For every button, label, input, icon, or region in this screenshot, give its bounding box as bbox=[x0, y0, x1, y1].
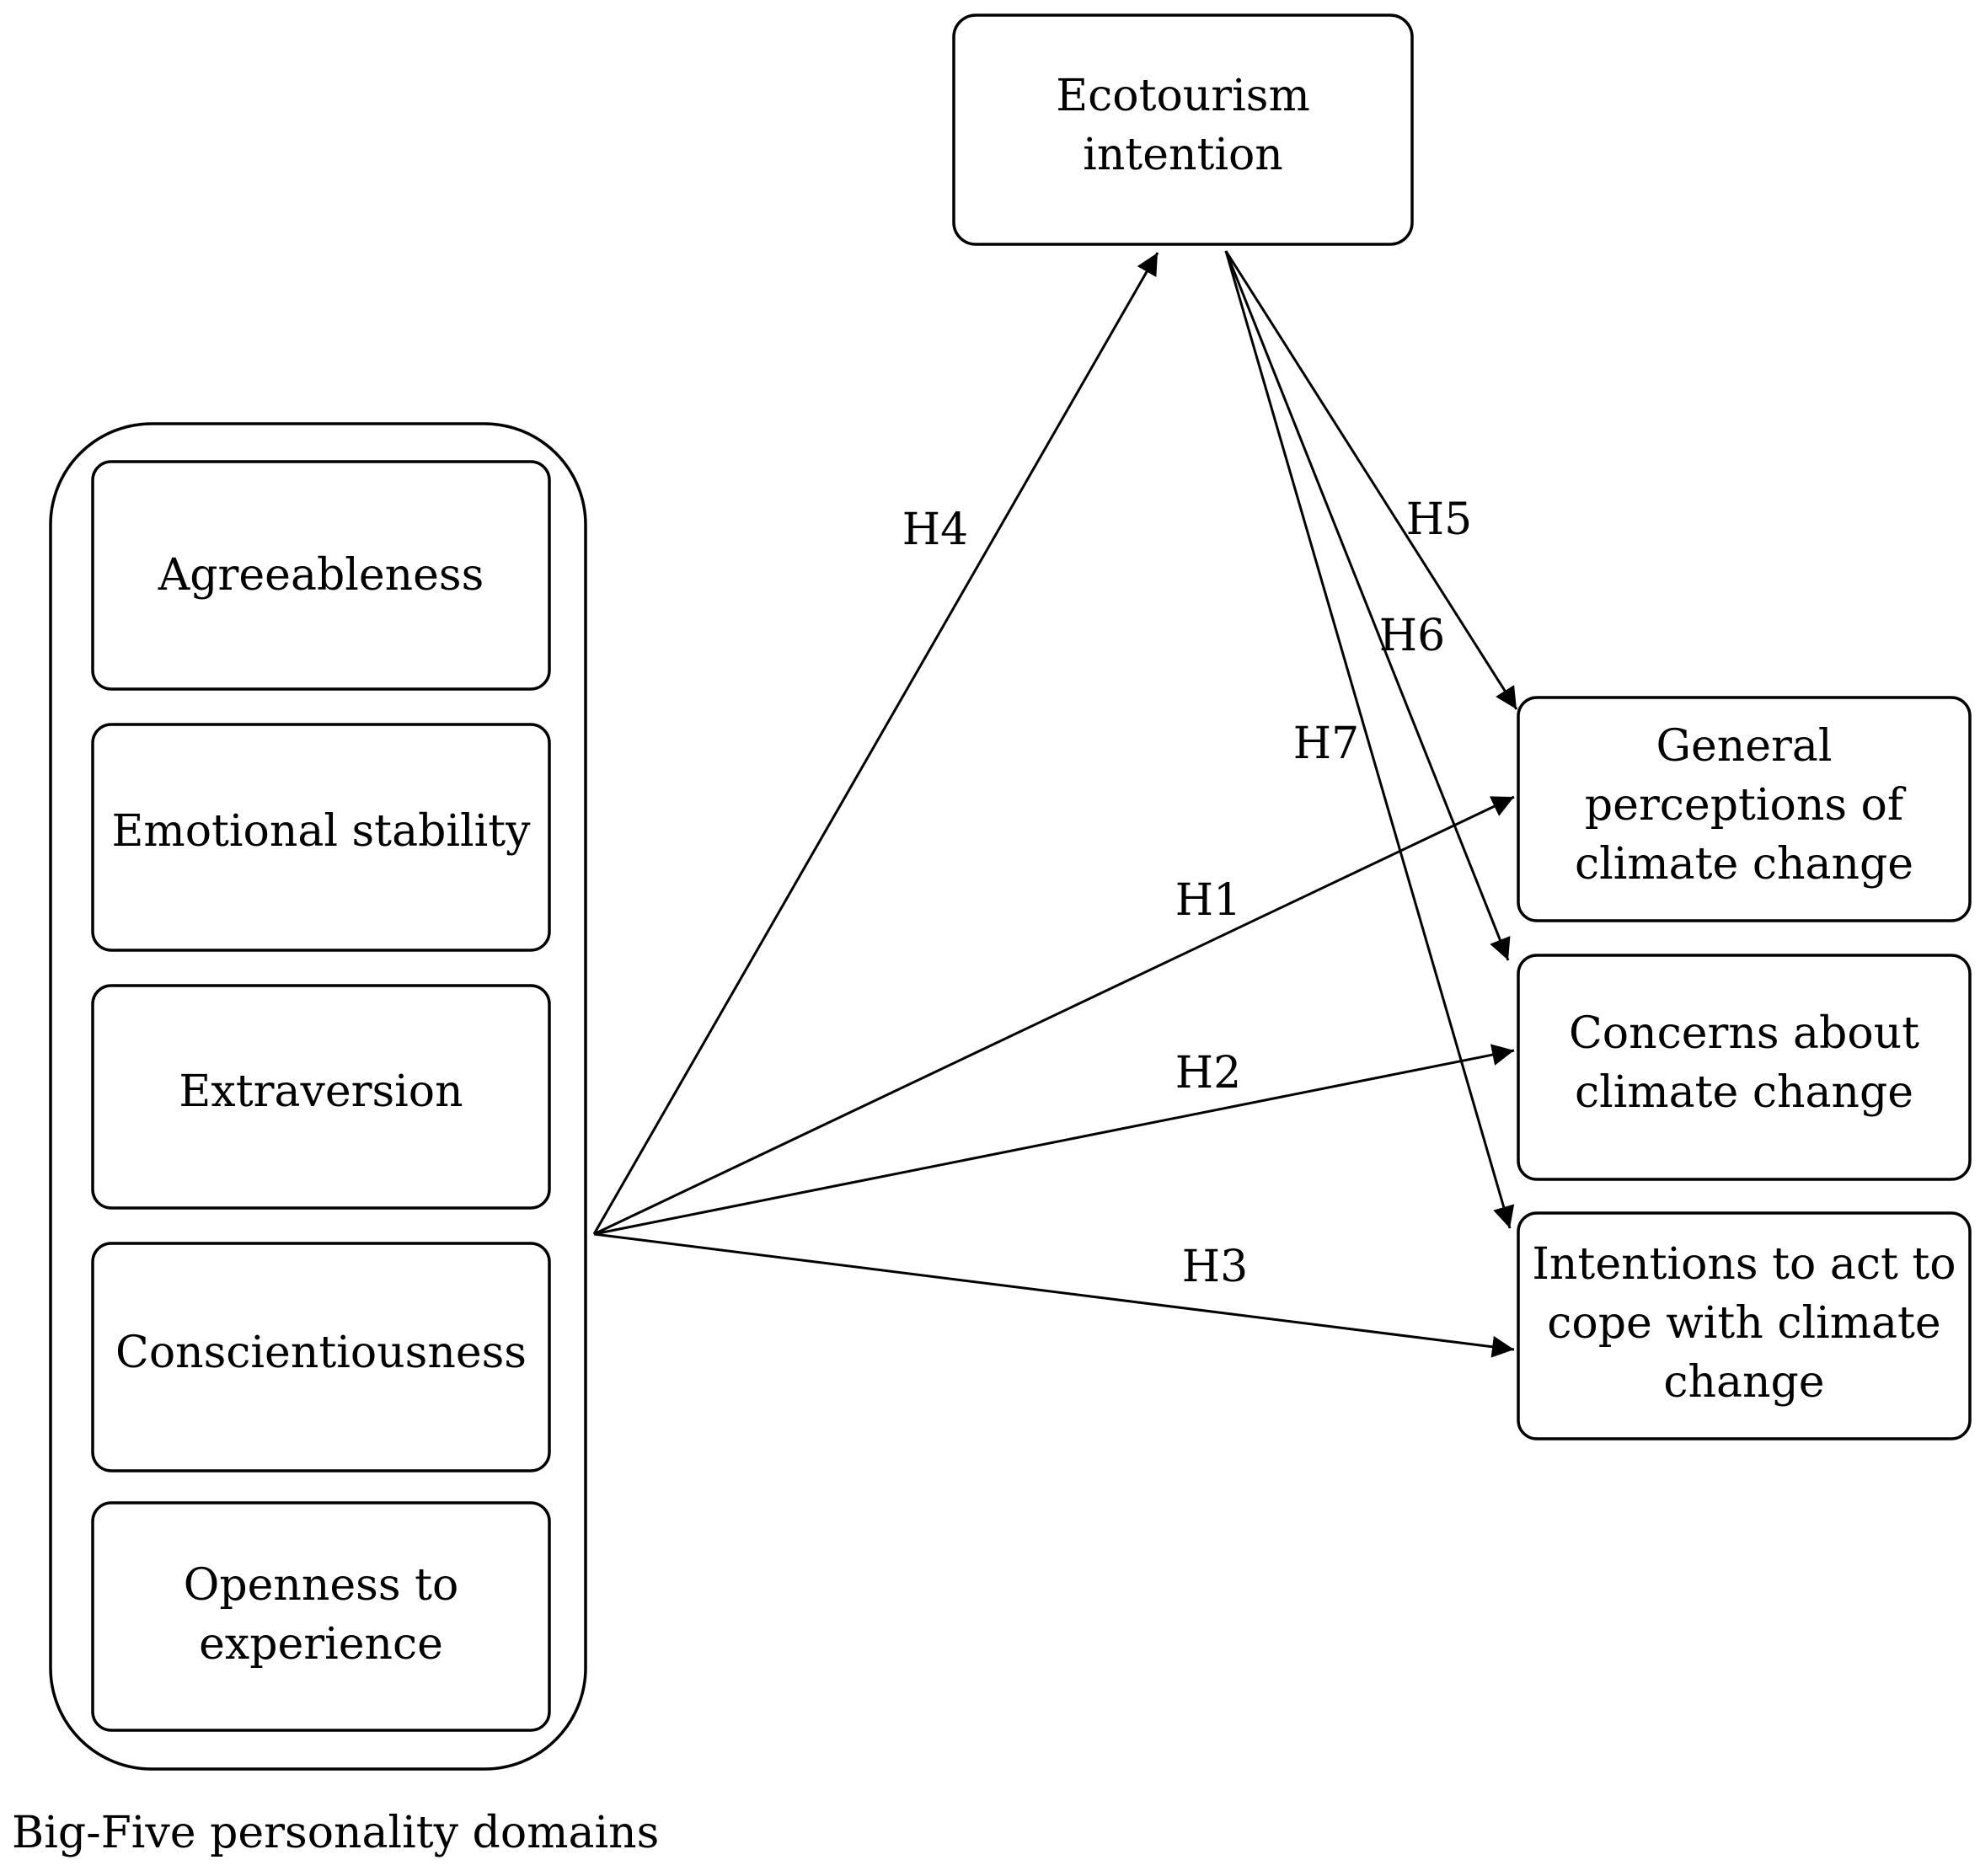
intentions-to-act-line-1: Intentions to act to bbox=[1532, 1239, 1956, 1290]
hypothesis-label-h1: H1 bbox=[1175, 875, 1241, 926]
concerns-line-1: Concerns about bbox=[1569, 1008, 1919, 1059]
hypothesis-label-h2: H2 bbox=[1175, 1048, 1241, 1098]
concerns-line-2: climate change bbox=[1575, 1067, 1913, 1118]
personality-box-emotional-stability: Emotional stability bbox=[91, 723, 551, 952]
arrow-h2 bbox=[593, 1044, 1515, 1236]
outcome-box-intentions-to-act: Intentions to act to cope with climate c… bbox=[1517, 1211, 1972, 1440]
hypothesis-label-h6: H6 bbox=[1379, 611, 1445, 661]
outcome-box-general-perceptions: General perceptions of climate change bbox=[1517, 696, 1972, 922]
outcome-box-concerns: Concerns about climate change bbox=[1517, 954, 1972, 1181]
arrow-h6 bbox=[1224, 250, 1511, 961]
personality-box-conscientiousness: Conscientiousness bbox=[91, 1242, 551, 1472]
openness-label-line-2: experience bbox=[199, 1619, 443, 1670]
hypothesis-label-h4: H4 bbox=[902, 505, 968, 555]
hypothesis-label-h5: H5 bbox=[1406, 494, 1472, 545]
arrow-h3 bbox=[593, 1232, 1515, 1358]
hypothesis-label-h7: H7 bbox=[1293, 719, 1359, 769]
arrow-h4 bbox=[592, 252, 1159, 1235]
extraversion-label: Extraversion bbox=[179, 1066, 463, 1117]
hypothesis-label-h3: H3 bbox=[1182, 1242, 1248, 1292]
openness-label-line-1: Openness to bbox=[184, 1560, 459, 1611]
arrow-h1 bbox=[593, 795, 1515, 1236]
intentions-to-act-line-3: change bbox=[1663, 1357, 1824, 1408]
big-five-group-frame bbox=[49, 422, 587, 1771]
intentions-to-act-line-2: cope with climate bbox=[1547, 1298, 1940, 1349]
agreeableness-label: Agreeableness bbox=[158, 550, 484, 601]
ecotourism-label-line-1: Ecotourism bbox=[1056, 71, 1310, 121]
general-perceptions-line-2: perceptions of bbox=[1585, 780, 1907, 831]
personality-box-agreeableness: Agreeableness bbox=[91, 460, 551, 691]
personality-box-extraversion: Extraversion bbox=[91, 984, 551, 1210]
ecotourism-intention-box: Ecotourism intention bbox=[952, 13, 1414, 246]
conscientiousness-label: Conscientiousness bbox=[115, 1328, 527, 1378]
ecotourism-label-line-2: intention bbox=[1083, 130, 1283, 180]
arrow-h7 bbox=[1224, 250, 1515, 1229]
arrow-h5 bbox=[1224, 250, 1518, 710]
big-five-caption: Big-Five personality domains bbox=[12, 1808, 659, 1858]
general-perceptions-line-3: climate change bbox=[1575, 839, 1913, 890]
general-perceptions-line-1: General bbox=[1656, 721, 1832, 772]
personality-box-openness: Openness to experience bbox=[91, 1501, 551, 1732]
emotional-stability-label: Emotional stability bbox=[111, 806, 531, 857]
